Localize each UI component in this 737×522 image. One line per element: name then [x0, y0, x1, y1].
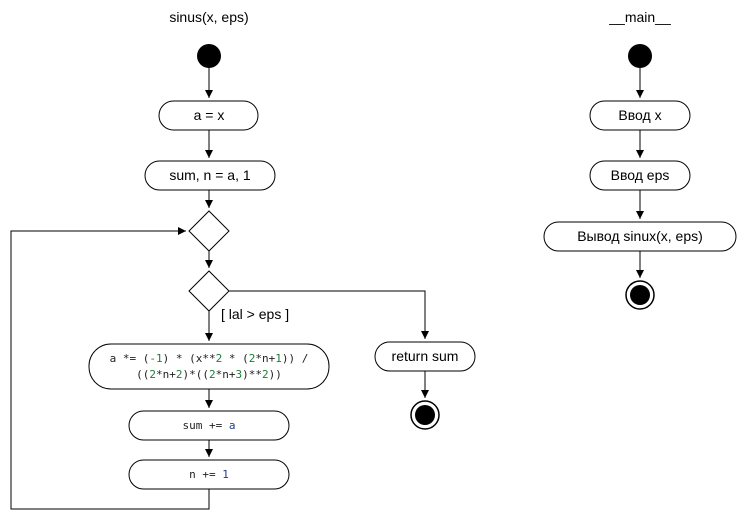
input-x-label: Ввод x — [618, 107, 661, 123]
edge-loop-back — [10, 227, 210, 510]
sinus-start-node — [197, 44, 221, 68]
input-eps-label: Ввод eps — [611, 167, 670, 183]
guard-label: [ lal > eps ] — [221, 306, 289, 322]
sinus-end-node — [415, 405, 435, 425]
output-label: Вывод sinux(x, eps) — [577, 228, 703, 244]
main-title: __main__ — [608, 9, 671, 25]
update-a-line2: ((2*n+2)*((2*n+3)**2)) — [136, 368, 282, 381]
update-a-node — [88, 343, 330, 390]
main-end-node — [630, 285, 650, 305]
assign-sum-label: sum, n = a, 1 — [169, 167, 251, 183]
main-start-node — [628, 44, 652, 68]
merge-diamond — [188, 210, 230, 252]
edge-decision-to-return — [229, 290, 429, 339]
update-n-label: n += 1 — [189, 468, 229, 481]
assign-sum-node — [144, 160, 276, 191]
assign-a-label: a = x — [194, 107, 225, 123]
update-sum-label: sum += a — [183, 419, 236, 432]
update-a-line1: a *= (-1) * (x**2 * (2*n+1)) / — [110, 352, 309, 365]
return-label: return sum — [392, 348, 459, 364]
decision-diamond — [188, 270, 230, 312]
sinus-title: sinus(x, eps) — [169, 9, 248, 25]
